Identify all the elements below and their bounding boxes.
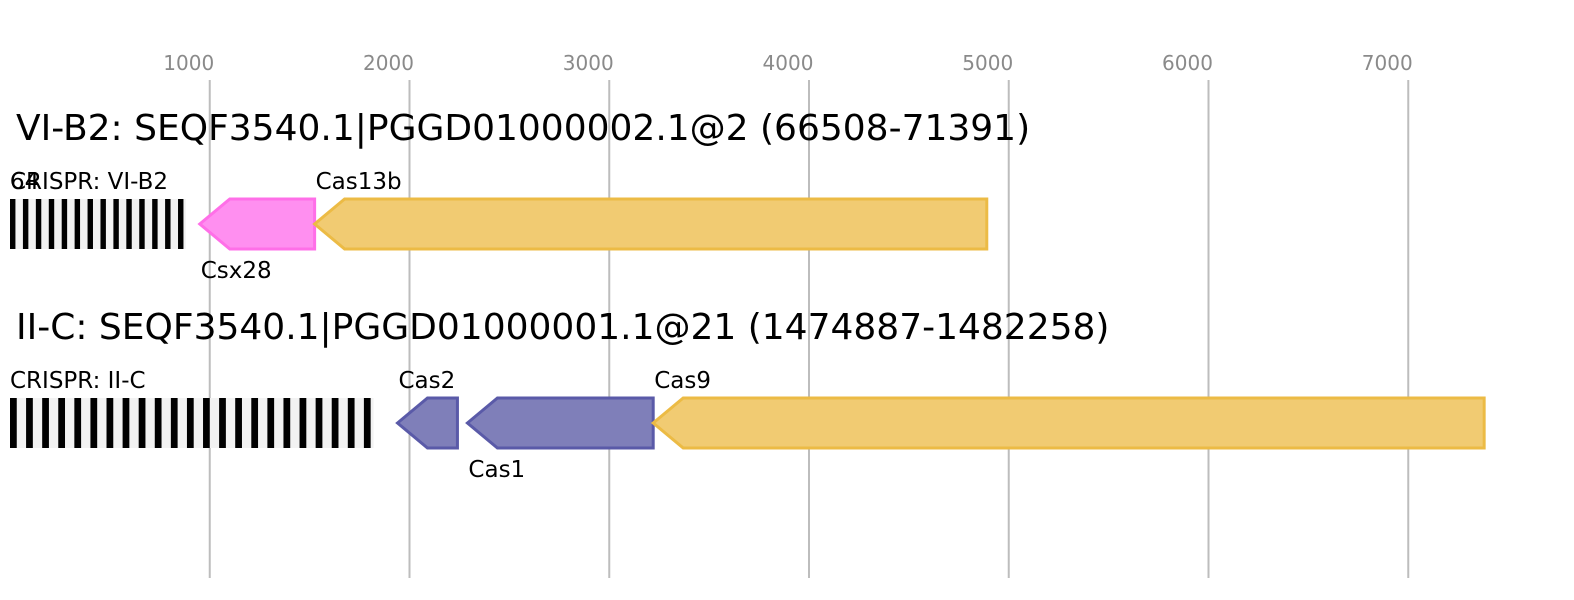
gene-label-cas13b: Cas13b xyxy=(316,169,402,195)
gene-label-csx28: Csx28 xyxy=(201,258,272,284)
locus-title: VI-B2: SEQF3540.1|PGGD01000002.1@2 (6650… xyxy=(16,108,1030,149)
crispr-repeat xyxy=(186,398,194,448)
crispr-repeat xyxy=(315,398,323,448)
crispr-repeat xyxy=(203,398,210,448)
crispr-repeat xyxy=(219,398,226,448)
crispr-repeat xyxy=(235,398,242,448)
axis-grid: 1000 2000 3000 4000 5000 6000 7000 xyxy=(163,51,1413,578)
crispr-repeat xyxy=(138,398,146,448)
tick-label-7000: 7000 xyxy=(1362,51,1413,75)
crispr-repeat xyxy=(42,398,49,448)
gene-label-cas2: Cas2 xyxy=(399,368,456,394)
loci-tracks: VI-B2: SEQF3540.1|PGGD01000002.1@2 (6650… xyxy=(10,108,1486,483)
crispr-repeat xyxy=(283,398,291,448)
tick-label-2000: 2000 xyxy=(363,51,414,75)
crispr-repeat xyxy=(100,199,106,249)
locus-title: II-C: SEQF3540.1|PGGD01000001.1@21 (1474… xyxy=(16,307,1109,348)
crispr-repeat xyxy=(90,398,98,448)
crispr-repeat xyxy=(363,398,371,448)
crispr-repeat xyxy=(267,398,275,448)
gene-arrow-cas13b xyxy=(312,197,989,251)
crispr-spacer-count: 64 xyxy=(10,169,39,195)
crispr-repeat xyxy=(251,398,259,448)
crispr-repeat xyxy=(26,398,33,448)
crispr-repeat xyxy=(74,199,81,249)
gene-arrow-cas1 xyxy=(465,396,655,450)
crispr-array: CRISPR: II-C xyxy=(10,368,374,448)
gene-arrow-csx28 xyxy=(197,197,317,251)
tick-label-1000: 1000 xyxy=(163,51,214,75)
crispr-repeat xyxy=(48,199,55,249)
crispr-repeat xyxy=(170,398,178,448)
locus-track-2: II-C: SEQF3540.1|PGGD01000001.1@21 (1474… xyxy=(10,307,1486,483)
gene-arrow-cas2 xyxy=(395,396,459,450)
crispr-repeat xyxy=(139,199,145,249)
crispr-repeat xyxy=(347,398,355,448)
gene-label-cas9: Cas9 xyxy=(654,368,711,394)
crispr-repeat xyxy=(331,398,339,448)
crispr-repeat xyxy=(165,199,171,249)
crispr-repeat xyxy=(58,398,66,448)
crispr-repeat xyxy=(74,398,82,448)
crispr-repeat xyxy=(122,398,130,448)
crispr-repeat xyxy=(35,199,42,249)
crispr-repeat xyxy=(61,199,68,249)
crispr-repeat xyxy=(154,398,162,448)
tick-label-5000: 5000 xyxy=(962,51,1013,75)
crispr-array-label: CRISPR: II-C xyxy=(10,368,146,394)
crispr-repeat xyxy=(178,199,184,249)
tick-label-4000: 4000 xyxy=(763,51,814,75)
crispr-array-label: CRISPR: VI-B2 xyxy=(10,169,168,195)
crispr-repeat xyxy=(152,199,158,249)
crispr-repeat xyxy=(10,398,17,448)
crispr-repeat xyxy=(126,199,132,249)
locus-track-1: VI-B2: SEQF3540.1|PGGD01000002.1@2 (6650… xyxy=(10,108,1030,284)
tick-label-6000: 6000 xyxy=(1162,51,1213,75)
gene-arrow-cas9 xyxy=(650,396,1486,450)
crispr-repeat xyxy=(87,199,93,249)
crispr-repeat xyxy=(299,398,307,448)
crispr-repeat xyxy=(22,199,29,249)
crispr-repeat xyxy=(113,199,119,249)
tick-label-3000: 3000 xyxy=(563,51,614,75)
crispr-repeat xyxy=(106,398,114,448)
gene-label-cas1: Cas1 xyxy=(468,457,525,483)
crispr-repeat xyxy=(10,199,16,249)
